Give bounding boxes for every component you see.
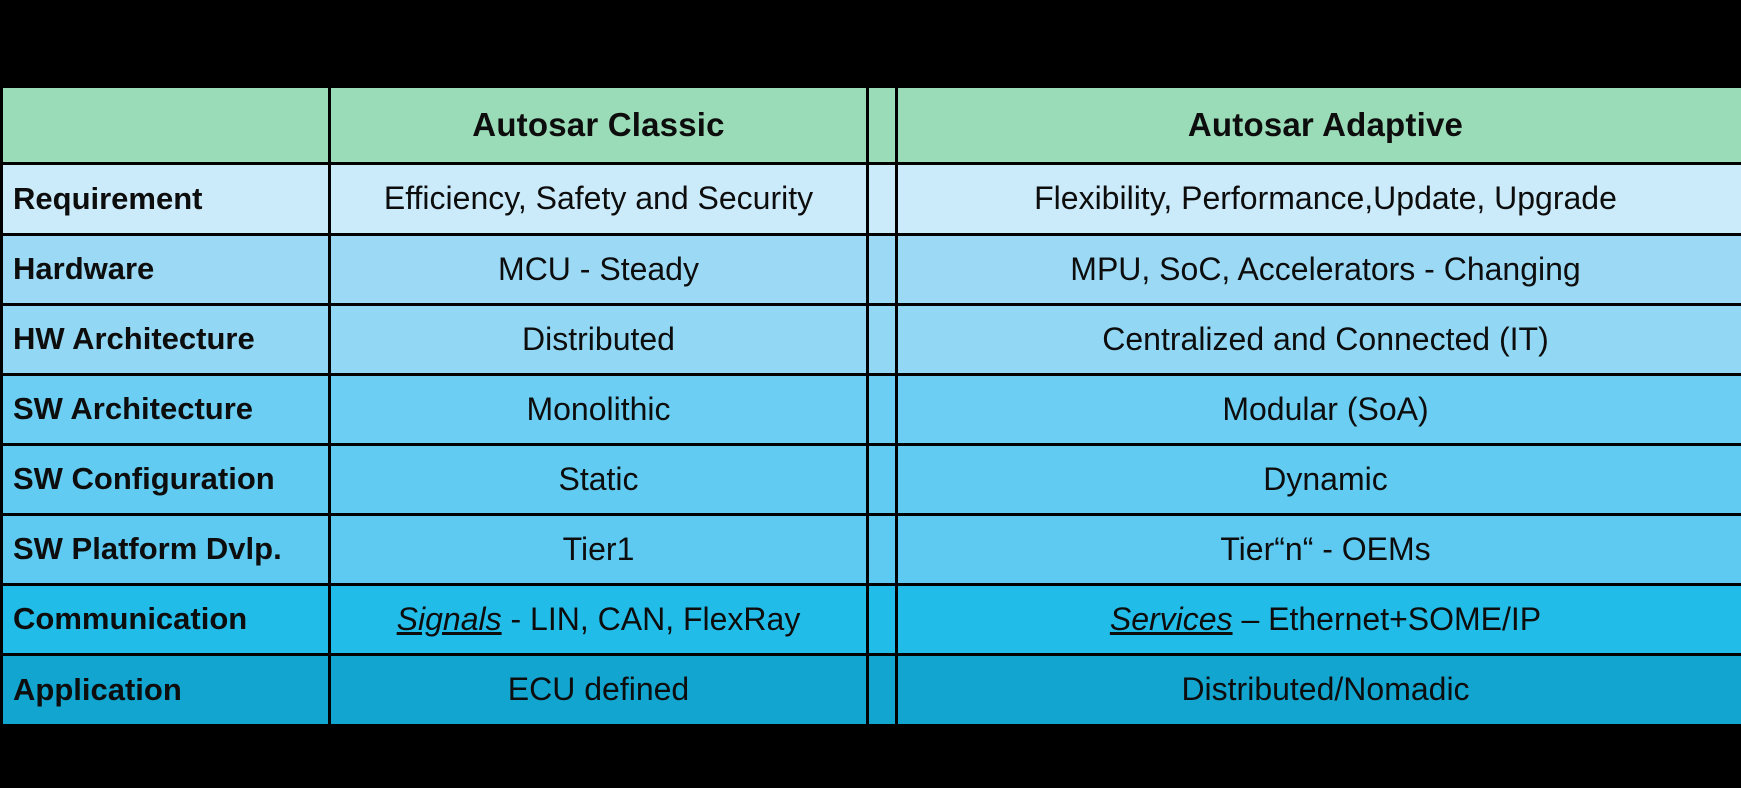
emphasis-signals: Signals [396,600,502,637]
autosar-comparison-table: Autosar Classic Autosar Adaptive Require… [0,85,1741,727]
cell-gap [869,586,895,653]
row-label-application: Application [3,656,328,724]
table-row: Requirement Efficiency, Safety and Secur… [3,165,1741,233]
row-label-hw-architecture: HW Architecture [3,306,328,373]
cell-classic-application: ECU defined [331,656,866,724]
cell-classic-communication-suffix: - LIN, CAN, FlexRay [501,600,801,637]
table-row: Communication Signals - LIN, CAN, FlexRa… [3,586,1741,653]
row-label-sw-configuration: SW Configuration [3,446,328,513]
cell-classic-hw-architecture: Distributed [331,306,866,373]
cell-classic-sw-architecture: Monolithic [331,376,866,443]
cell-classic-hardware: MCU - Steady [331,236,866,303]
header-cell-adaptive: Autosar Adaptive [898,88,1741,162]
cell-gap [869,236,895,303]
row-label-sw-platform-dvlp: SW Platform Dvlp. [3,516,328,583]
cell-classic-sw-configuration: Static [331,446,866,513]
row-label-requirement: Requirement [3,165,328,233]
cell-classic-sw-platform-dvlp: Tier1 [331,516,866,583]
table-row: SW Configuration Static Dynamic [3,446,1741,513]
cell-adaptive-communication-suffix: – Ethernet+SOME/IP [1232,600,1542,637]
cell-gap [869,306,895,373]
cell-adaptive-hw-architecture: Centralized and Connected (IT) [898,306,1741,373]
comparison-table-container: Autosar Classic Autosar Adaptive Require… [0,85,1741,780]
table-header-row: Autosar Classic Autosar Adaptive [3,88,1741,162]
table-row: SW Platform Dvlp. Tier1 Tier“n“ - OEMs [3,516,1741,583]
cell-classic-communication: Signals - LIN, CAN, FlexRay [331,586,866,653]
header-cell-classic: Autosar Classic [331,88,866,162]
row-label-sw-architecture: SW Architecture [3,376,328,443]
cell-gap [869,446,895,513]
cell-classic-requirement: Efficiency, Safety and Security [331,165,866,233]
cell-adaptive-requirement: Flexibility, Performance,Update, Upgrade [898,165,1741,233]
cell-adaptive-communication: Services – Ethernet+SOME/IP [898,586,1741,653]
cell-adaptive-application: Distributed/Nomadic [898,656,1741,724]
cell-adaptive-hardware: MPU, SoC, Accelerators - Changing [898,236,1741,303]
row-label-communication: Communication [3,586,328,653]
cell-gap [869,516,895,583]
cell-adaptive-sw-architecture: Modular (SoA) [898,376,1741,443]
table-row: SW Architecture Monolithic Modular (SoA) [3,376,1741,443]
cell-adaptive-sw-configuration: Dynamic [898,446,1741,513]
row-label-hardware: Hardware [3,236,328,303]
cell-gap [869,656,895,724]
cell-gap [869,376,895,443]
header-cell-gap [869,88,895,162]
table-row: Hardware MCU - Steady MPU, SoC, Accelera… [3,236,1741,303]
emphasis-services: Services [1109,600,1233,637]
table-row: Application ECU defined Distributed/Noma… [3,656,1741,724]
table-row: HW Architecture Distributed Centralized … [3,306,1741,373]
cell-adaptive-sw-platform-dvlp: Tier“n“ - OEMs [898,516,1741,583]
header-cell-blank [3,88,328,162]
cell-gap [869,165,895,233]
